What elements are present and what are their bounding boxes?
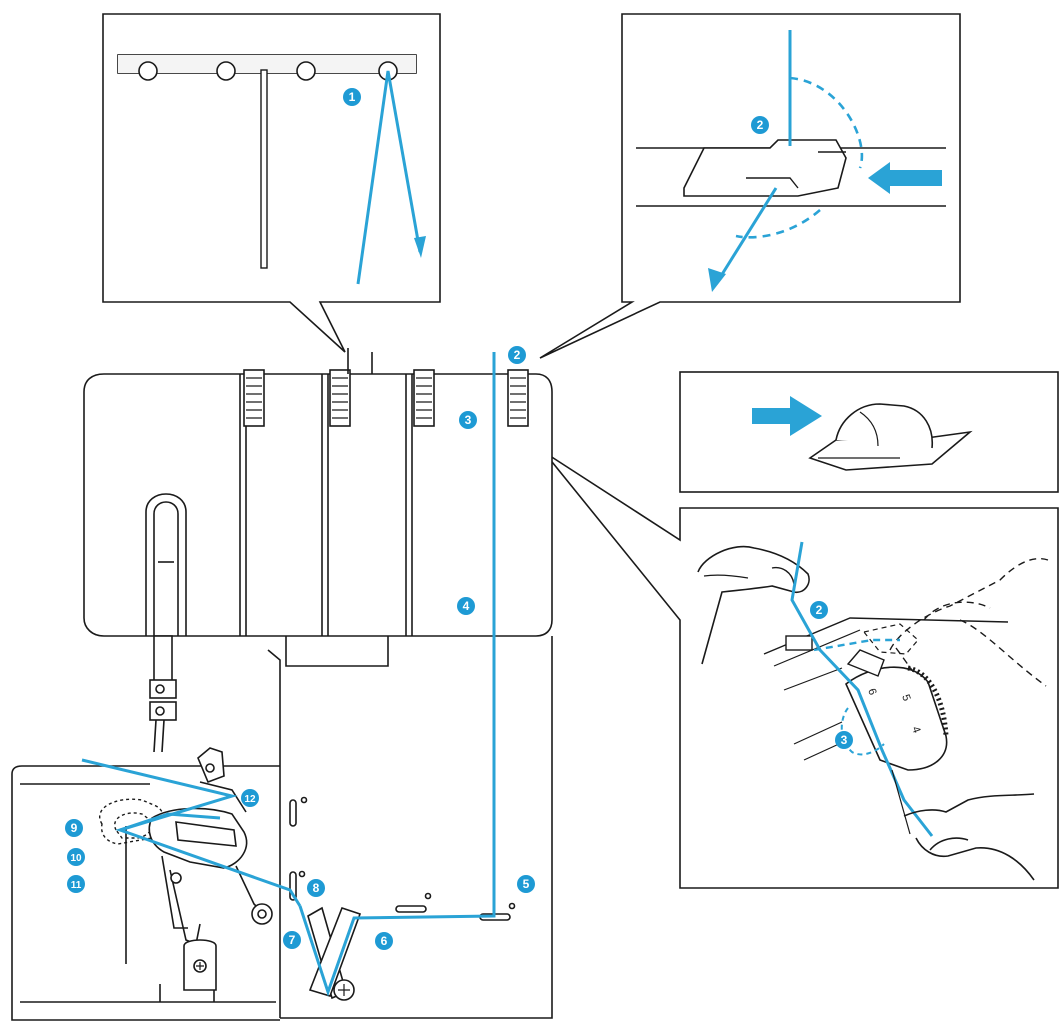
svg-text:6: 6 [865, 687, 878, 697]
svg-text:4: 4 [909, 725, 922, 735]
tension-dial-2 [329, 369, 351, 427]
svg-text:8: 8 [313, 881, 320, 895]
step-marker-9: 9 [65, 819, 83, 837]
svg-text:5: 5 [523, 877, 530, 891]
machine-top-cover [83, 373, 553, 637]
guide-post [260, 69, 268, 269]
needle-bar [149, 635, 177, 753]
step-markers-main: 2 3 4 5 6 7 8 9 10 11 12 [65, 346, 535, 950]
hand-upper [697, 545, 810, 665]
thread-guide-bar-fill [118, 55, 416, 73]
step-marker-2: 2 [810, 601, 828, 619]
guide-eyelet-1 [138, 61, 158, 81]
arrow-head [414, 236, 426, 258]
guide-eyelet-3 [296, 61, 316, 81]
inset-hand-threading: 6 5 4 2 3 [543, 451, 1059, 889]
step-marker-3: 3 [459, 411, 477, 429]
inset-tension-slot: 2 [539, 13, 961, 359]
right-arrow-icon [752, 396, 822, 436]
tension-slot-block [683, 139, 847, 197]
svg-text:11: 11 [71, 880, 82, 891]
step-marker-1: 1 [343, 88, 361, 106]
svg-text:6: 6 [381, 934, 388, 948]
svg-text:10: 10 [70, 853, 82, 864]
step-marker-7: 7 [283, 931, 301, 949]
tension-dial-3 [413, 369, 435, 427]
front-cover [11, 765, 280, 1021]
svg-text:12: 12 [244, 794, 256, 805]
svg-text:4: 4 [463, 599, 470, 613]
inset-thread-guide: 1 [102, 13, 441, 353]
svg-text:2: 2 [816, 603, 823, 617]
step-marker-4: 4 [457, 597, 475, 615]
svg-text:1: 1 [349, 90, 356, 104]
step-marker-10: 10 [67, 848, 85, 866]
tension-dial-1 [243, 369, 265, 427]
right-arrow-icon [868, 162, 942, 194]
step-marker-2: 2 [751, 116, 769, 134]
thread-path-guide [356, 70, 422, 285]
thread-paths-main [81, 352, 496, 997]
arrow-head [708, 268, 726, 292]
inset-tension-disc [679, 371, 1059, 493]
svg-text:3: 3 [841, 733, 848, 747]
svg-text:3: 3 [465, 413, 472, 427]
hand-lower [903, 793, 1035, 881]
svg-text:7: 7 [289, 933, 296, 947]
step-marker-6: 6 [375, 932, 393, 950]
step-marker-8: 8 [307, 879, 325, 897]
step-marker-11: 11 [67, 875, 85, 893]
thread-path-hand [790, 541, 934, 837]
tension-dial-4 [507, 369, 529, 427]
svg-text:2: 2 [514, 348, 521, 362]
svg-text:5: 5 [899, 693, 912, 703]
guide-eyelet-2 [216, 61, 236, 81]
hand-dashed [889, 557, 1049, 691]
step-marker-12: 12 [241, 789, 259, 807]
inset-frame-callout [543, 451, 1059, 889]
tension-disc-icon [808, 403, 973, 471]
step-marker-2: 2 [508, 346, 526, 364]
machine-handle [145, 493, 187, 636]
svg-text:9: 9 [71, 821, 78, 835]
serger-machine [11, 348, 553, 1021]
step-marker-5: 5 [517, 875, 535, 893]
step-marker-3: 3 [835, 731, 853, 749]
svg-text:2: 2 [757, 118, 764, 132]
tension-dial: 6 5 4 [845, 649, 949, 771]
